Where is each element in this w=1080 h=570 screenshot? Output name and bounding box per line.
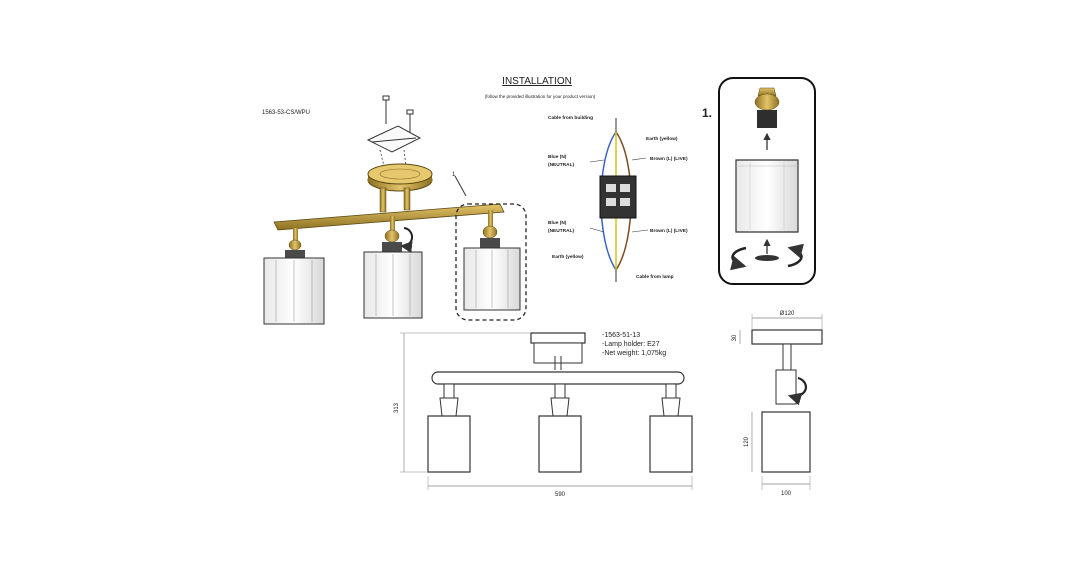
- dim-shade-height: 120: [744, 436, 750, 447]
- installation-title: INSTALLATION: [502, 76, 572, 87]
- label-blue-top: Blue (N): [548, 154, 567, 160]
- dim-width: 590: [555, 492, 566, 498]
- spot-3d-1: [263, 228, 325, 325]
- canopy-3d: [367, 163, 433, 192]
- label-earth-bottom: Earth (yellow): [552, 254, 584, 260]
- front-spot-2: [538, 383, 582, 473]
- spec-model: -1563-51-13: [602, 332, 640, 339]
- spec-net-weight: -Net weight: 1,075kg: [602, 350, 666, 357]
- spot-3d-2: [363, 216, 423, 319]
- mounting-screws: [366, 95, 422, 153]
- step-number: 1.: [702, 106, 712, 120]
- label-brown-bottom: Brown (L) (LIVE): [650, 228, 688, 234]
- dim-shade-width: 100: [781, 491, 792, 497]
- front-view: 313 590: [394, 332, 693, 498]
- dim-height: 313: [394, 402, 400, 413]
- wiring-diagram: Cable from building Earth (yellow) Blue …: [548, 115, 688, 282]
- fixture-3d-view: 1563-53-CS/WPU 1: [262, 95, 527, 325]
- front-spot-1: [427, 383, 471, 473]
- label-cable-from-building: Cable from building: [548, 115, 593, 121]
- label-earth-top: Earth (yellow): [646, 136, 678, 142]
- label-blue-bottom-sub: (NEUTRAL): [548, 228, 575, 234]
- spec-block: -1563-51-13 -Lamp holder: E27 -Net weigh…: [602, 332, 666, 357]
- dim-canopy-diameter: Ø120: [780, 311, 795, 317]
- stem-3d-left: [379, 187, 387, 213]
- pointer-label-1: 1: [452, 172, 456, 178]
- terminal-block: [599, 175, 637, 219]
- front-spot-3: [649, 383, 693, 473]
- label-blue-bottom: Blue (N): [548, 220, 567, 226]
- installation-subtitle: (follow the provided illustration for yo…: [485, 94, 596, 99]
- label-cable-from-lamp: Cable from lamp: [636, 274, 674, 280]
- stem-3d-right: [403, 187, 411, 211]
- bar-3d: [273, 203, 505, 231]
- side-view: Ø120 30 120 100: [732, 311, 823, 497]
- label-brown-top: Brown (L) (LIVE): [650, 156, 688, 162]
- step-1-panel: 1.: [702, 77, 816, 285]
- product-code-label: 1563-53-CS/WPU: [262, 110, 310, 116]
- spec-lamp-holder: -Lamp holder: E27: [602, 341, 660, 348]
- dim-canopy-height: 30: [732, 334, 738, 341]
- highlight-box: [455, 203, 527, 321]
- spot-3d-3: [463, 210, 521, 311]
- label-blue-top-sub: (NEUTRAL): [548, 162, 575, 168]
